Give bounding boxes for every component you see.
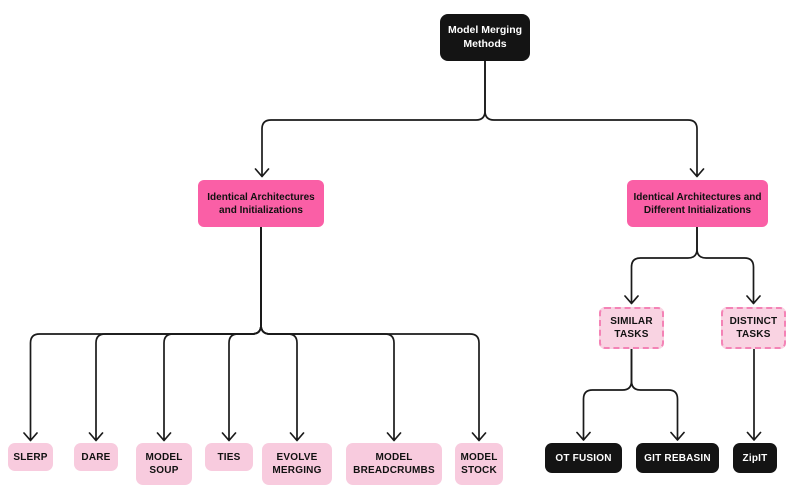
node-slerp: SLERP	[8, 443, 53, 471]
node-git-rebasin: GIT REBASIN	[636, 443, 719, 473]
edge-root-to-different-init	[484, 60, 705, 178]
edge-different-to-similar-tasks	[624, 226, 698, 305]
edge-similar-to-ot-fusion	[576, 348, 633, 441]
edge-different-to-distinct-tasks	[696, 226, 761, 305]
node-distinct-tasks: DISTINCT TASKS	[721, 307, 786, 349]
node-dare: DARE	[74, 443, 118, 471]
edge-root-to-identical-init	[254, 60, 486, 178]
node-identical-architectures-different-initializations: Identical Architectures and Different In…	[627, 180, 768, 227]
node-evolve-merging: EVOLVE MERGING	[262, 443, 332, 485]
node-identical-architectures-initializations: Identical Architectures and Initializati…	[198, 180, 324, 227]
node-ties: TIES	[205, 443, 253, 471]
node-model-soup: MODEL SOUP	[136, 443, 192, 485]
node-ot-fusion: OT FUSION	[545, 443, 622, 473]
edge-identical-to-ties	[221, 226, 262, 442]
edge-distinct-to-zipit	[746, 348, 762, 441]
edge-similar-to-git-rebasin	[630, 348, 685, 441]
node-model-breadcrumbs: MODEL BREADCRUMBS	[346, 443, 442, 485]
node-model-merging-methods: Model Merging Methods	[440, 14, 530, 61]
node-zipit: ZipIT	[733, 443, 777, 473]
node-similar-tasks: SIMILAR TASKS	[599, 307, 664, 349]
node-model-stock: MODEL STOCK	[455, 443, 503, 485]
edge-identical-to-model-stock	[260, 226, 487, 442]
